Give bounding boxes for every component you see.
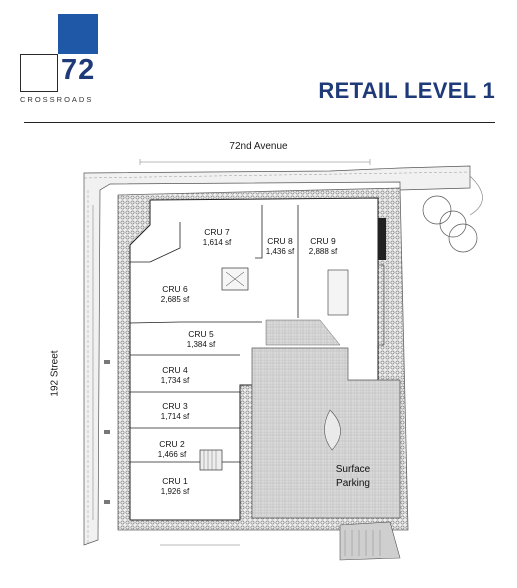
unit-name: CRU 1 [162,476,188,486]
logo-blue-square [58,14,98,54]
tree-1 [422,195,452,225]
road-outline [83,165,471,546]
unit-name: CRU 5 [188,329,214,339]
unit-area: 1,436 sf [265,247,295,257]
core-stair-east [327,269,349,316]
unit-name: CRU 4 [162,365,188,375]
unit-cru-1: CRU 1 1,926 sf [150,476,200,498]
unit-name: CRU 9 [310,236,336,246]
unit-cru-6: CRU 6 2,685 sf [150,284,200,306]
unit-name: CRU 6 [162,284,188,294]
unit-area: 1,926 sf [160,487,190,497]
unit-area: 2,888 sf [308,247,338,257]
unit-name: CRU 7 [204,227,230,237]
parking-label-line2: Parking [336,477,370,489]
site-plan [83,159,483,561]
unit-cru-5: CRU 5 1,384 sf [176,329,226,351]
logo-outline-square [20,54,58,92]
unit-area: 1,384 sf [186,340,216,350]
logo-wordmark: CROSSROADS [20,95,94,104]
unit-cru-7: CRU 7 1,614 sf [192,227,242,249]
unit-cru-4: CRU 4 1,734 sf [150,365,200,387]
unit-cru-3: CRU 3 1,714 sf [150,401,200,423]
unit-name: CRU 2 [159,439,185,449]
unit-area: 2,685 sf [160,295,190,305]
brand-logo: 72 CROSSROADS [20,14,100,106]
surface-parking-label: Surface Parking [318,463,388,490]
page-title: RETAIL LEVEL 1 [318,78,495,103]
unit-area: 1,466 sf [157,450,187,460]
logo-number: 72 [61,54,96,86]
parking-island [324,409,341,451]
tree-3 [448,223,478,253]
parking-label-line1: Surface [335,464,371,475]
unit-name: CRU 3 [162,401,188,411]
unit-area: 1,614 sf [202,238,232,248]
service-bar [378,218,386,260]
unit-area: 1,714 sf [160,412,190,422]
unit-area: 1,734 sf [160,376,190,386]
unit-name: CRU 8 [267,236,293,246]
unit-cru-9: CRU 9 2,888 sf [300,236,346,258]
header-divider [24,122,495,123]
street-label-192-street: 192 Street [49,350,61,397]
unit-cru-8: CRU 8 1,436 sf [262,236,298,258]
unit-cru-2: CRU 2 1,466 sf [147,439,197,461]
street-label-72nd-avenue: 72nd Avenue [229,141,288,152]
driveway-ramp [339,521,401,561]
core-stair-center [199,449,223,471]
